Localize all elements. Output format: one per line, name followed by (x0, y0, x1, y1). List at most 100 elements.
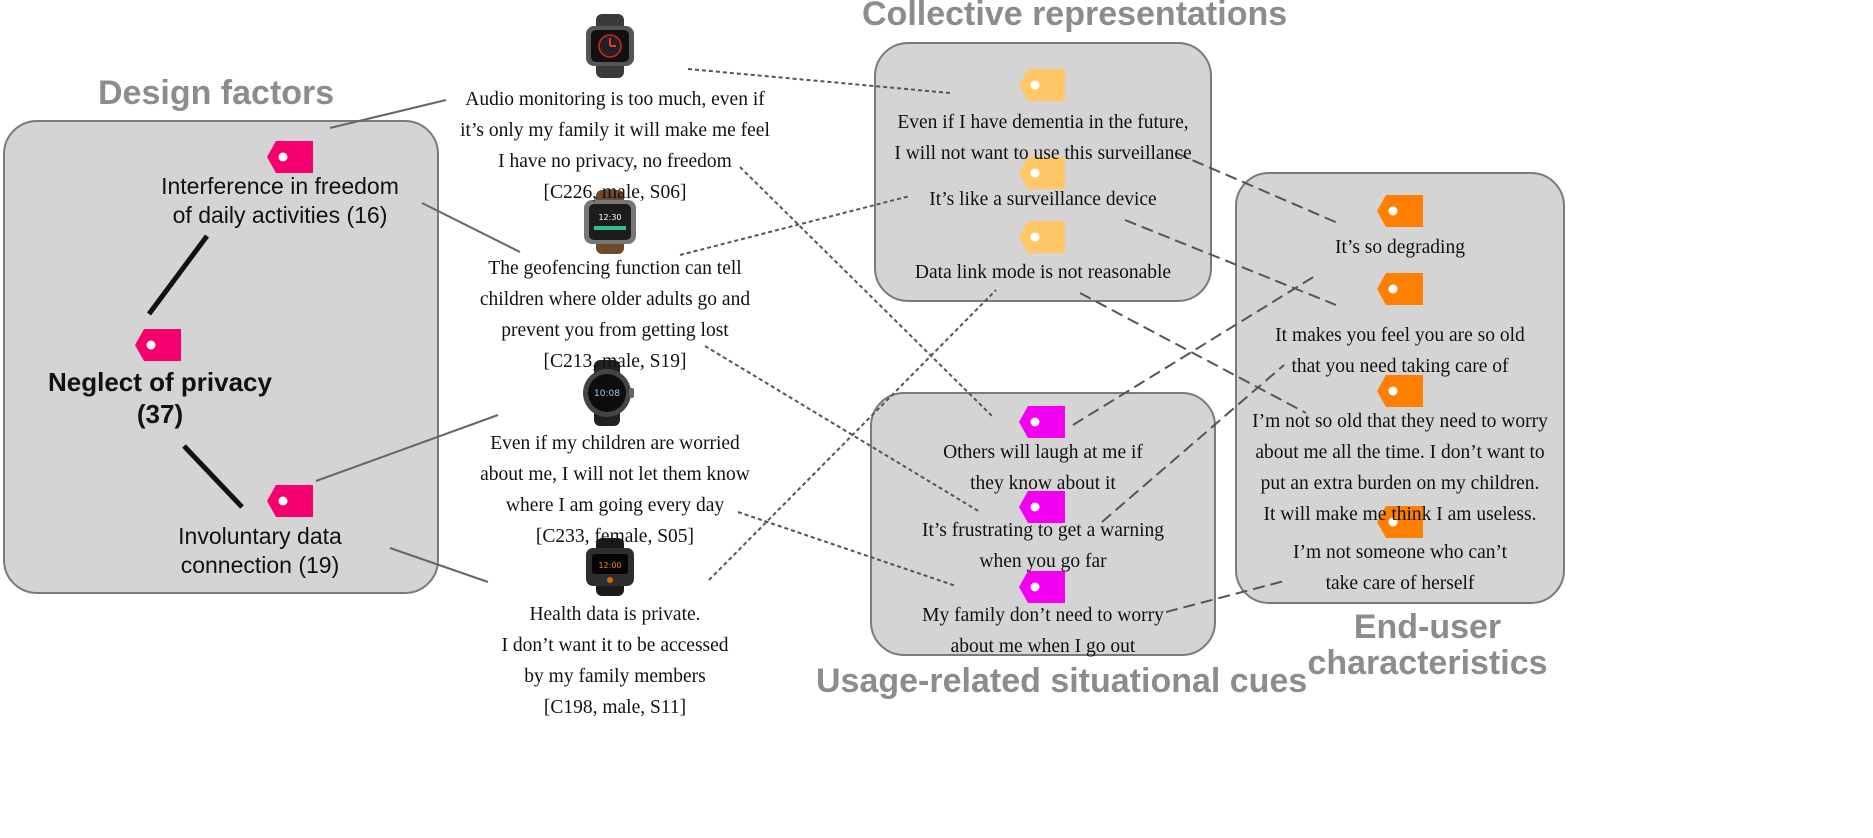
quote-line: prevent you from getting lost (501, 320, 729, 341)
neglect-line2: (37) (136, 399, 184, 429)
quote-line: I have no privacy, no freedom (498, 151, 732, 172)
item-line: It will make me think I am useless. (1263, 504, 1537, 525)
price-tag-icon (1019, 157, 1065, 189)
dashed-c2-e2 (1124, 219, 1337, 306)
dashed-u1-e2 (1072, 275, 1316, 426)
smartwatch-icon (586, 14, 634, 78)
item-line: take care of herself (1325, 573, 1475, 594)
price-tag-icon (1019, 69, 1065, 101)
quote-line: it’s only my family it will make me feel (460, 120, 770, 141)
dashed-c1-e1 (1175, 152, 1341, 225)
quote-health-data: Health data is private. I don’t want it … (445, 599, 785, 723)
involuntary-line2: connection (19) (180, 552, 340, 578)
enduser-item-not-so-old: I’m not so old that they need to worry a… (1235, 406, 1565, 530)
quote-citation: [C198, male, S11] (543, 697, 687, 718)
dashed-u2-e3 (1101, 364, 1285, 523)
item-line: It’s frustrating to get a warning (921, 520, 1165, 541)
item-line: It’s like a surveillance device (929, 189, 1157, 210)
item-line: My family don’t need to worry (922, 605, 1164, 626)
usage-item-worry: My family don’t need to worry about me w… (870, 600, 1216, 662)
quote-citation: [C226, male, S06] (543, 182, 687, 203)
quote-citation: [C233, female, S05] (535, 526, 695, 547)
dotted-q3-u3 (737, 511, 957, 587)
item-line: about me all the time. I don’t want to (1255, 442, 1545, 463)
neglect-of-privacy-label: Neglect of privacy (37) (10, 366, 310, 430)
dotted-q1-c1 (687, 68, 951, 94)
item-line: that you need taking care of (1291, 356, 1509, 377)
end-user-characteristics-title: End-user characteristics (1300, 609, 1555, 681)
dotted-q2-c2 (679, 195, 911, 256)
price-tag-icon (1019, 221, 1065, 253)
enduser-item-degrading: It’s so degrading (1235, 232, 1565, 263)
price-tag-icon (135, 329, 181, 361)
collective-item-dementia: Even if I have dementia in the future, I… (874, 107, 1212, 169)
neglect-line1: Neglect of privacy (48, 367, 272, 397)
collective-representations-title: Collective representations (862, 0, 1288, 33)
enduser-item-take-care: I’m not someone who can’t take care of h… (1235, 537, 1565, 599)
interference-label: Interference in freedom of daily activit… (110, 172, 450, 230)
interference-line1: Interference in freedom (161, 173, 399, 199)
quote-line: about me, I will not let them know (480, 464, 750, 485)
collective-item-data-link: Data link mode is not reasonable (874, 257, 1212, 288)
involuntary-label: Involuntary data connection (19) (110, 522, 410, 580)
smartwatch-icon: 12:00 (586, 538, 634, 596)
smartwatch-icon: 10:08 (583, 360, 634, 426)
quote-citation: [C213, male, S19] (543, 351, 687, 372)
design-factors-panel (3, 120, 439, 594)
price-tag-icon (1377, 273, 1423, 305)
end-user-title-line2: characteristics (1307, 644, 1548, 682)
quote-line: Even if my children are worried (490, 433, 740, 454)
price-tag-icon (1019, 571, 1065, 603)
dashed-c3-e3 (1079, 292, 1307, 414)
svg-text:12:30: 12:30 (598, 213, 621, 222)
end-user-title-line1: End-user (1353, 608, 1502, 646)
quote-line: The geofencing function can tell (488, 258, 742, 279)
item-line: I will not want to use this surveillance (894, 143, 1192, 164)
link-neglect-interference (146, 234, 210, 316)
quote-line: by my family members (524, 666, 706, 687)
dotted-q1-u1 (739, 166, 995, 419)
item-line: It makes you feel you are so old (1275, 325, 1525, 346)
item-line: about me when I go out (950, 636, 1136, 657)
line-involuntary-to-q4 (389, 547, 489, 583)
design-factors-title: Design factors (98, 74, 335, 112)
usage-item-warning: It’s frustrating to get a warning when y… (870, 515, 1216, 577)
quote-line: Health data is private. (529, 604, 701, 625)
item-line: put an extra burden on my children. (1260, 473, 1540, 494)
enduser-item-feel-old: It makes you feel you are so old that yo… (1235, 320, 1565, 382)
involuntary-line1: Involuntary data (178, 523, 342, 549)
price-tag-icon (1019, 406, 1065, 438)
item-line: Others will laugh at me if (943, 442, 1143, 463)
line-interference-to-q1 (329, 99, 447, 129)
svg-text:12:00: 12:00 (598, 561, 621, 570)
item-line: I’m not so old that they need to worry (1252, 411, 1548, 432)
price-tag-icon (1019, 491, 1065, 523)
item-line: Data link mode is not reasonable (914, 262, 1172, 283)
line-involuntary-to-q3 (315, 414, 499, 482)
quote-children-worried: Even if my children are worried about me… (445, 428, 785, 552)
item-line: Even if I have dementia in the future, (897, 112, 1189, 133)
quote-line: I don’t want it to be accessed (501, 635, 729, 656)
usage-situational-cues-title: Usage-related situational cues (816, 662, 1308, 700)
link-neglect-involuntary (182, 444, 244, 509)
dotted-q4-c3 (708, 289, 997, 581)
quote-line: where I am going every day (505, 495, 725, 516)
price-tag-icon (1377, 375, 1423, 407)
interference-line2: of daily activities (16) (172, 202, 388, 228)
smartwatch-icon: 12:30 (584, 190, 636, 254)
svg-text:10:08: 10:08 (594, 389, 620, 399)
price-tag-icon (267, 141, 313, 173)
usage-item-laugh: Others will laugh at me if they know abo… (870, 437, 1216, 499)
quote-line: children where older adults go and (479, 289, 751, 310)
quote-geofencing: The geofencing function can tell childre… (445, 253, 785, 377)
collective-item-surveillance-device: It’s like a surveillance device (874, 184, 1212, 215)
price-tag-icon (267, 485, 313, 517)
quote-line: Audio monitoring is too much, even if (465, 89, 765, 110)
item-line: I’m not someone who can’t (1292, 542, 1508, 563)
dashed-u3-e4 (1165, 579, 1289, 613)
item-line: they know about it (970, 473, 1116, 494)
item-line: when you go far (979, 551, 1107, 572)
price-tag-icon (1377, 506, 1423, 538)
line-interference-to-q2 (421, 202, 521, 253)
